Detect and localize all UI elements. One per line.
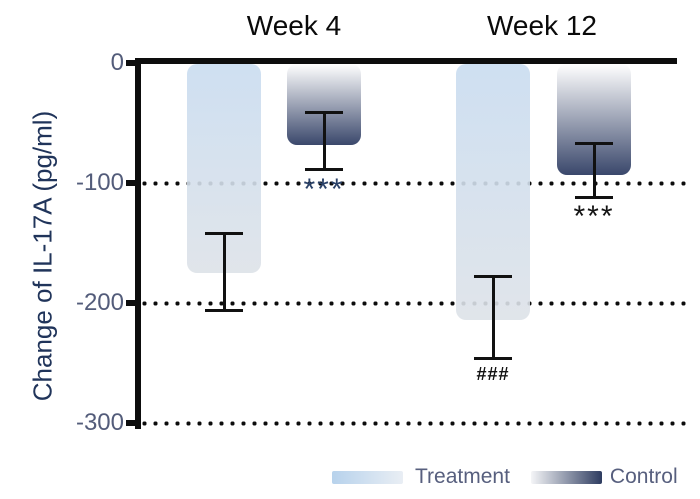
y-tick-label-0: 0 bbox=[110, 49, 124, 76]
legend-label-treatment: Treatment bbox=[415, 465, 510, 488]
legend-label-control: Control bbox=[609, 465, 678, 488]
gridline--200 bbox=[142, 300, 686, 306]
significance-week-12-treatment: ### bbox=[476, 364, 510, 385]
error-bar-week-4-treatment bbox=[222, 233, 226, 311]
error-cap-bottom-week-12-control bbox=[575, 195, 613, 199]
y-axis-title: Change of IL-17A (pg/ml) bbox=[27, 110, 58, 402]
error-cap-bottom-week-4-treatment bbox=[205, 308, 243, 312]
error-bar-week-12-control bbox=[592, 143, 596, 198]
significance-week-12-control: *** bbox=[573, 200, 615, 234]
error-cap-top-week-12-treatment bbox=[474, 275, 512, 279]
y-tick--300 bbox=[126, 420, 138, 426]
y-tick-label--300: -300 bbox=[75, 409, 124, 436]
y-axis-line bbox=[135, 58, 141, 429]
legend-swatch-control bbox=[530, 470, 602, 484]
group-label-week-12: Week 12 bbox=[487, 10, 597, 41]
y-tick-0 bbox=[126, 60, 138, 66]
error-cap-bottom-week-12-treatment bbox=[474, 356, 512, 360]
error-bar-week-4-control bbox=[322, 112, 326, 170]
x-axis-line bbox=[135, 58, 677, 64]
error-cap-top-week-4-treatment bbox=[205, 231, 243, 235]
error-cap-bottom-week-4-control bbox=[305, 168, 343, 172]
error-bar-week-12-treatment bbox=[491, 276, 495, 359]
significance-week-4-control: *** bbox=[303, 172, 345, 206]
y-tick--200 bbox=[126, 300, 138, 306]
y-tick-label--200: -200 bbox=[75, 289, 124, 316]
gridline--300 bbox=[142, 420, 686, 426]
gridline--100 bbox=[142, 180, 686, 186]
error-cap-top-week-12-control bbox=[575, 141, 613, 145]
y-tick--100 bbox=[126, 180, 138, 186]
legend-swatch-treatment bbox=[332, 470, 403, 484]
error-cap-top-week-4-control bbox=[305, 110, 343, 114]
y-tick-label--100: -100 bbox=[75, 169, 124, 196]
group-label-week-4: Week 4 bbox=[246, 10, 342, 41]
legend: Treatment Control bbox=[332, 464, 678, 490]
